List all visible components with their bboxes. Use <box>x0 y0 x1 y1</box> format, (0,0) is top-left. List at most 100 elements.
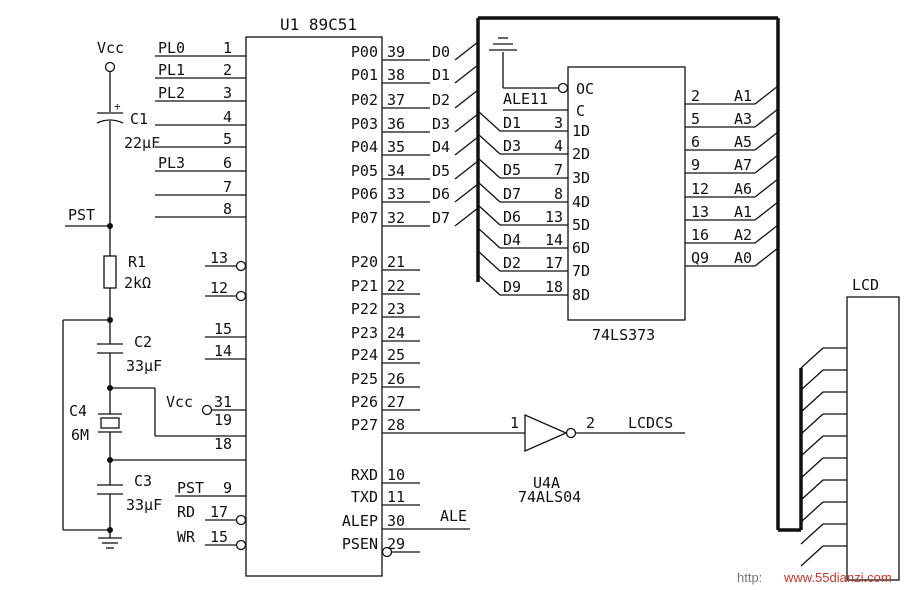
mcu-right-pin-label: PSEN <box>342 535 378 553</box>
mcu-left-pin-label: PL0 <box>158 39 185 57</box>
latch-input-pin: 6D <box>572 239 590 257</box>
bus-entry <box>454 183 479 203</box>
bus-entry <box>477 181 501 203</box>
mcu-right-pin-label: P27 <box>351 416 378 434</box>
c2-name: C2 <box>134 333 152 351</box>
lcd-bus-entry <box>800 391 824 413</box>
latch-output-number: 6 <box>691 133 700 151</box>
mcu-right-pin-label: ALEP <box>342 512 378 530</box>
mcu-left-pin-bubble <box>235 514 247 526</box>
mcu-left-pin-number: 18 <box>214 435 232 453</box>
latch-output-signal: A1 <box>734 203 752 221</box>
latch-input-signal: D9 <box>503 278 521 296</box>
latch-input-number: 4 <box>554 137 563 155</box>
latch-name: 74LS373 <box>592 326 655 344</box>
bus-entry <box>754 131 779 151</box>
latch-output-number: 9 <box>691 156 700 174</box>
latch-output-number: 16 <box>691 226 709 244</box>
lcd-bus-entry <box>800 413 824 435</box>
mcu-right-pin-label: P24 <box>351 346 378 364</box>
mcu-left-pin-number: 19 <box>214 411 232 429</box>
latch-output-signal: A2 <box>734 226 752 244</box>
mcu-right-pin-label: P02 <box>351 91 378 109</box>
bus-entry <box>754 201 779 221</box>
mcu-data-label: D6 <box>432 185 450 203</box>
mcu-left-pin-number: 6 <box>223 154 232 172</box>
mcu-right-pin-number: 25 <box>387 346 405 364</box>
lcd-bus-entry <box>800 501 824 523</box>
vcc-terminal <box>104 61 116 73</box>
mcu-right-pin-label: P03 <box>351 115 378 133</box>
latch-output-signal: A6 <box>734 180 752 198</box>
latch-input-number: 17 <box>545 254 563 272</box>
latch-output-signal: A3 <box>734 110 752 128</box>
latch-output-number: 12 <box>691 180 709 198</box>
c4-name: C4 <box>69 402 87 420</box>
watermark-right: www.55dianzi.com <box>783 570 892 585</box>
lcd-bus-entry <box>800 457 824 479</box>
mcu-left-pin-label: PL3 <box>158 154 185 172</box>
mcu-left-pin-number: 13 <box>210 249 228 267</box>
lcd-module <box>846 296 900 581</box>
mcu-left-pin-number: 1 <box>223 39 232 57</box>
latch-body <box>567 66 686 321</box>
bus-entry <box>754 178 779 198</box>
latch-input-pin: 4D <box>572 193 590 211</box>
latch-input-number: 3 <box>554 114 563 132</box>
mcu-left-pin-number: 2 <box>223 61 232 79</box>
latch-input-pin: 7D <box>572 262 590 280</box>
c1-plate-bottom <box>96 119 124 124</box>
mcu-right-pin-label: P20 <box>351 253 378 271</box>
mcu-left-pin-bubble <box>235 539 247 551</box>
latch-ale-input: ALE11 <box>503 90 548 108</box>
mcu-data-label: D7 <box>432 209 450 227</box>
r1-resistor <box>103 255 117 289</box>
latch-input-signal: D6 <box>503 208 521 226</box>
lcd-label: LCD <box>852 276 879 294</box>
mcu-left-pin-bubble <box>235 260 247 272</box>
mcu-left-pin-number: 12 <box>210 279 228 297</box>
mcu-right-pin-number: 34 <box>387 162 405 180</box>
mcu-left-pin-label: PL1 <box>158 61 185 79</box>
bus-entry <box>454 207 479 227</box>
mcu-left-pin-number: 9 <box>223 479 232 497</box>
latch-output-number: 13 <box>691 203 709 221</box>
mcu-left-pin-number: 15 <box>214 320 232 338</box>
bus-entry <box>454 136 479 156</box>
lcd-bus-entry <box>800 369 824 391</box>
pins: 1PL02PL13PL2456PL3781312151431Vcc19189PS… <box>155 39 847 567</box>
latch-c-label: C <box>576 102 585 120</box>
watermark-left: http: <box>737 570 762 585</box>
inverter-symbol <box>524 414 568 452</box>
wiring <box>62 16 900 581</box>
mcu-left-pin-number: 7 <box>223 178 232 196</box>
ale-label: ALE <box>440 507 467 525</box>
pst-label: PST <box>68 206 95 224</box>
lcdcs-label: LCDCS <box>628 414 673 432</box>
mcu-right-pin-number: 33 <box>387 185 405 203</box>
vcc-label: Vcc <box>97 39 124 57</box>
latch-input-signal: D3 <box>503 137 521 155</box>
bus-entry <box>477 110 501 132</box>
latch-input-pin: 2D <box>572 145 590 163</box>
bus-entry <box>454 113 479 133</box>
latch-input-number: 14 <box>545 231 563 249</box>
mcu-right-pin-label: P22 <box>351 300 378 318</box>
bus-entry <box>454 41 479 61</box>
mcu-data-label: D4 <box>432 138 450 156</box>
bus-entry <box>754 108 779 128</box>
latch-output-number: 2 <box>691 87 700 105</box>
mcu-left-pin-label: PST <box>177 479 204 497</box>
latch-output-signal: A7 <box>734 156 752 174</box>
mcu-left-pin-label: PL2 <box>158 84 185 102</box>
c3-name: C3 <box>134 472 152 490</box>
r1-name: R1 <box>128 253 146 271</box>
mcu-right-pin-number: 38 <box>387 66 405 84</box>
inverter-name: U4A <box>533 474 560 492</box>
latch-oc-label: OC <box>576 80 594 98</box>
mcu-right-pin-number: 30 <box>387 512 405 530</box>
bus-entry <box>754 247 779 267</box>
mcu-data-label: D0 <box>432 43 450 61</box>
latch-input-pin: 1D <box>572 122 590 140</box>
